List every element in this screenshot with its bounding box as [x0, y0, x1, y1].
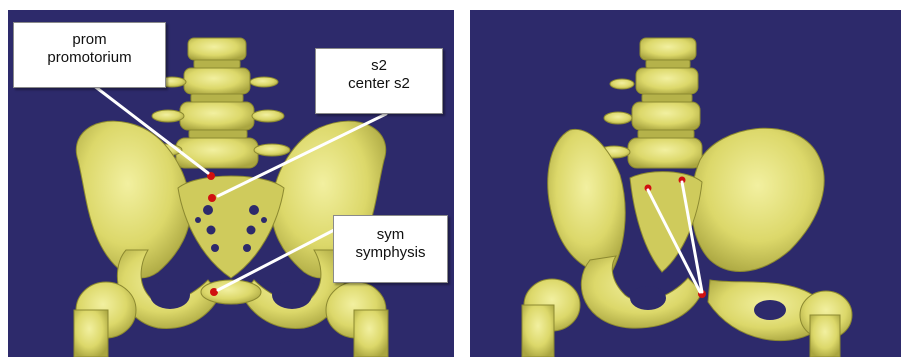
callout-symphysis: sym symphysis	[333, 215, 448, 283]
s2-marker	[208, 194, 216, 202]
callout-s2-line2: center s2	[316, 75, 442, 93]
callout-sym-line2: symphysis	[334, 244, 447, 262]
pelvis-oblique-render	[470, 10, 901, 357]
callout-promontorium: prom promotorium	[13, 22, 166, 88]
callout-sym-line1: sym	[334, 226, 447, 244]
callout-s2: s2 center s2	[315, 48, 443, 114]
callout-prom-line2: promotorium	[14, 49, 165, 67]
callout-prom-line1: prom	[14, 31, 165, 49]
pelvis-oblique-panel	[470, 10, 901, 357]
callout-s2-line1: s2	[316, 57, 442, 75]
pelvis-frontal-panel: prom promotorium s2 center s2 sym symphy…	[8, 10, 454, 357]
